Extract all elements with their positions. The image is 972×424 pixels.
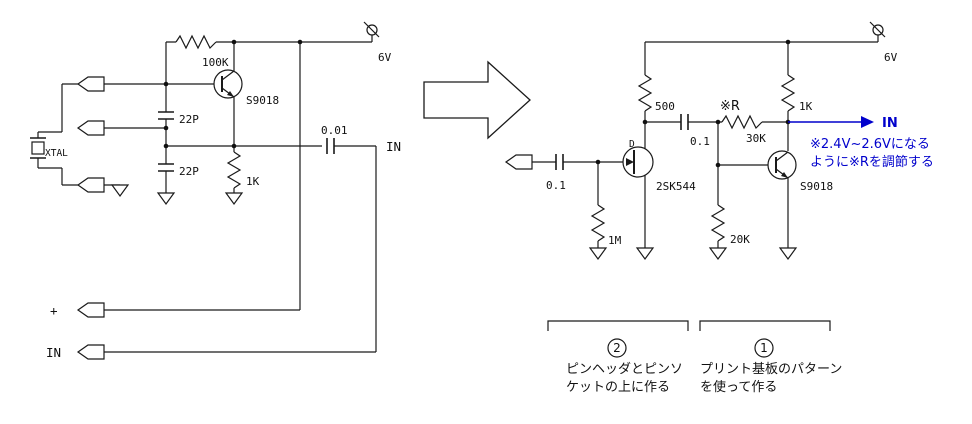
jfet-label: 2SK544: [656, 180, 696, 193]
emitter-arrow-icon: [781, 172, 788, 178]
connector-pad-1: [76, 76, 105, 92]
resistor-1k-label: 1K: [799, 100, 813, 113]
resistor-1k-label: 1K: [246, 175, 260, 188]
group2-note-line2: ケットの上に作る: [566, 380, 670, 395]
supply-label: 6V: [884, 51, 898, 64]
wire-net: [37, 35, 377, 353]
connector-pad-plus: [76, 302, 105, 318]
adjust-note-line1: ※2.4V~2.6Vになる: [810, 137, 930, 152]
junction-dot: [785, 39, 791, 45]
crystal-plates: [30, 137, 46, 159]
resistor-1k: [226, 151, 242, 189]
junction-dot: [715, 162, 721, 168]
resistor-100k: [175, 34, 217, 50]
ground-icon: [778, 247, 798, 261]
cap1-label: 22P: [179, 113, 199, 126]
adjust-resistor-name-label: ※R: [720, 99, 740, 114]
resistor-1m: [590, 204, 606, 242]
cap-001-label: 0.01: [321, 124, 348, 137]
group1-note-line2: を使って作る: [700, 379, 777, 395]
junction-dot: [297, 39, 303, 45]
group-bracket-1: [699, 320, 831, 331]
in-pad-label: IN: [46, 345, 61, 360]
resistor-1m-label: 1M: [608, 234, 622, 247]
adjust-resistor-value-label: 30K: [746, 132, 766, 145]
circled-number-text: 1: [760, 341, 768, 355]
junction-dot: [642, 119, 648, 125]
annotation-groups: 2 1 ピンヘッダとピンソ ケットの上に作る プリント基板のパターン を使って作…: [547, 320, 842, 395]
circled-number-1: 1: [754, 338, 774, 358]
junction-dot: [231, 143, 237, 149]
transistor-s9018-right: [767, 150, 797, 180]
cap2-label: 22P: [179, 165, 199, 178]
junction-dot: [715, 119, 721, 125]
junction-dot: [163, 125, 169, 131]
junction-dot: [595, 159, 601, 165]
junction-dot: [163, 143, 169, 149]
connector-pad-input: [504, 154, 533, 170]
left-circuit: XTAL 100K S9018 22P 22P 1K 0.01 IN 6V + …: [30, 21, 401, 360]
cap-input-label: 0.1: [546, 179, 566, 192]
capacitor-22p-2: [158, 163, 174, 172]
capacitor-22p-1: [158, 111, 174, 120]
ground-icon: [156, 192, 176, 206]
connector-pad-in: [76, 344, 105, 360]
ground-icon: [110, 184, 130, 198]
resistor-adjust-r: [721, 114, 763, 130]
capacitor-01-coupling: [680, 114, 689, 130]
xtal-label: XTAL: [45, 148, 68, 159]
junction-dot: [231, 39, 237, 45]
drain-label: D: [629, 139, 635, 150]
resistor-500: [637, 74, 653, 112]
circled-number-ring: [754, 338, 774, 358]
resistor-500-label: 500: [655, 100, 675, 113]
resistor-1k: [780, 74, 796, 112]
power-terminal-6v: [363, 21, 380, 38]
jfet-body: [622, 146, 654, 178]
circled-number-2: 2: [607, 338, 627, 358]
ground-icon: [708, 247, 728, 261]
output-label: IN: [882, 116, 898, 131]
emitter-arrow-icon: [227, 91, 234, 97]
output-arrowhead-icon: [861, 116, 874, 128]
terminal-slash-icon: [363, 21, 380, 38]
junction-dots: [595, 39, 791, 168]
transistor-label: S9018: [246, 94, 279, 107]
gate-arrow-icon: [626, 158, 634, 166]
connector-pad-3: [76, 177, 105, 193]
right-circuit: 0.1 1M 2SK544 D 500 0.1 ※R 30K 20K S9018…: [504, 21, 934, 261]
transistor-label: S9018: [800, 180, 833, 193]
group1-note-line1: プリント基板のパターン: [700, 362, 842, 377]
ground-icon: [588, 247, 608, 261]
power-terminal-6v: [869, 21, 886, 38]
group-bracket-2: [547, 320, 689, 331]
circled-number-ring: [607, 338, 627, 358]
output-arrow: [788, 116, 874, 128]
circled-number-text: 2: [613, 341, 621, 355]
group2-note-line1: ピンヘッダとピンソ: [566, 362, 683, 377]
junction-dot: [163, 81, 169, 87]
resistor-20k-label: 20K: [730, 233, 750, 246]
transistor-s9018-left: [213, 69, 243, 99]
supply-label: 6V: [378, 51, 392, 64]
terminal-slash-icon: [869, 21, 886, 38]
resistor-20k: [710, 204, 726, 242]
output-label: IN: [386, 139, 401, 154]
crystal-body: [31, 141, 45, 155]
connector-pad-2: [76, 120, 105, 136]
adjust-note-line2: ように※Rを調節する: [810, 155, 934, 170]
cap-coupling-label: 0.1: [690, 135, 710, 148]
transform-arrow-icon: [423, 60, 531, 140]
resistor-100k-label: 100K: [202, 56, 229, 69]
ground-icon: [224, 192, 244, 206]
ground-icon: [635, 247, 655, 261]
capacitor-001: [326, 138, 335, 154]
jfet-2sk544: [622, 146, 654, 178]
crystal-xtal: [30, 137, 46, 159]
junction-dots: [163, 39, 303, 149]
capacitor-01-input: [555, 154, 564, 170]
plus-pad-label: +: [50, 303, 58, 318]
